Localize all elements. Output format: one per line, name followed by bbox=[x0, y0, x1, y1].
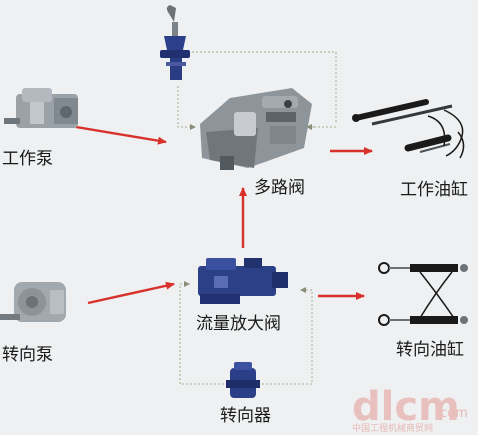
label-steer-pump: 转向泵 bbox=[2, 345, 53, 365]
work-cylinder-icon bbox=[352, 99, 465, 159]
watermark-logo: dlcm bbox=[352, 384, 460, 430]
label-flow-valve: 流量放大阀 bbox=[196, 314, 281, 334]
label-steering-unit: 转向器 bbox=[220, 406, 271, 426]
watermark-logo-text: dlcm bbox=[352, 384, 460, 430]
arrow-steer-pump-to-flow-valve bbox=[87, 281, 175, 305]
steer-cylinder-icon bbox=[378, 262, 468, 326]
label-multi-valve: 多路阀 bbox=[254, 178, 305, 198]
flow-valve-icon bbox=[198, 258, 288, 304]
watermark-domain: .com bbox=[436, 406, 468, 421]
multi-valve-icon bbox=[200, 88, 312, 170]
pilot-line-joystick-loop bbox=[177, 51, 337, 130]
joystick-icon bbox=[160, 5, 190, 80]
watermark-caption: 中国工程机械商贸网 bbox=[352, 424, 434, 434]
label-steer-cylinder: 转向油缸 bbox=[396, 340, 464, 360]
label-work-pump: 工作泵 bbox=[2, 149, 53, 169]
work-pump-icon bbox=[4, 88, 78, 128]
flow-arrows bbox=[75, 125, 373, 305]
steer-pump-icon bbox=[0, 282, 66, 322]
steering-unit-icon bbox=[226, 362, 260, 398]
label-work-cylinder: 工作油缸 bbox=[400, 180, 468, 200]
pilot-line-steering-loop bbox=[179, 281, 313, 385]
arrow-work-pump-to-valve bbox=[75, 125, 167, 145]
